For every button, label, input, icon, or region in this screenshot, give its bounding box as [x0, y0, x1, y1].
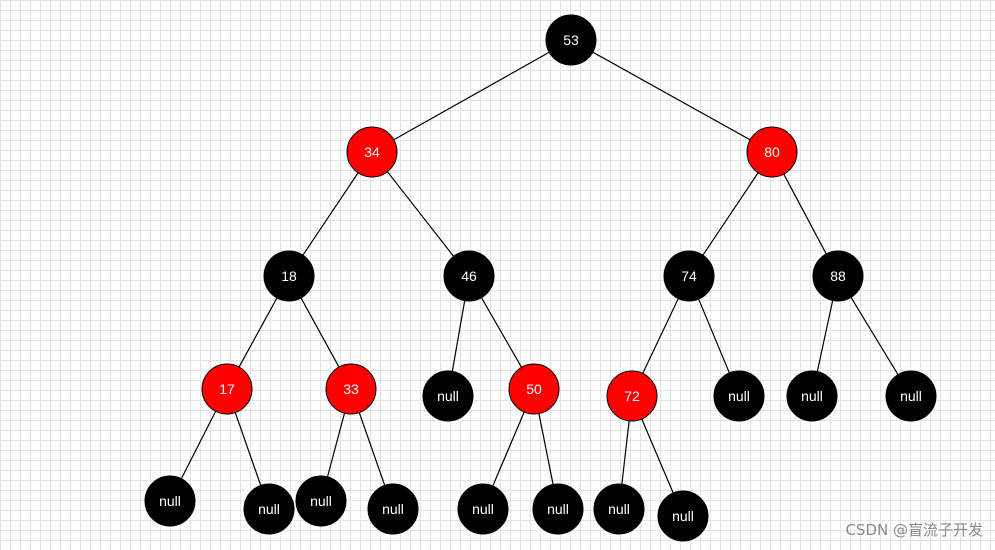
tree-node-53: 53	[545, 14, 597, 66]
black-node-circle	[593, 483, 645, 535]
black-node-circle	[367, 483, 419, 535]
black-node-circle	[657, 490, 709, 542]
edge-n88-null88L	[816, 300, 834, 372]
edge-n46-null46L	[451, 300, 466, 372]
null-leaf-node: null	[786, 370, 838, 422]
node-label: null	[728, 388, 750, 404]
node-label: null	[472, 501, 494, 517]
node-label: null	[547, 501, 569, 517]
black-node-circle	[144, 475, 196, 527]
edge-n34-n18	[302, 172, 359, 256]
edge-n53-n80	[592, 51, 751, 141]
edge-n33-null33R	[358, 412, 386, 486]
null-leaf-node: null	[457, 483, 509, 535]
black-node-circle	[532, 483, 584, 535]
edge-n53-n34	[393, 51, 550, 141]
tree-node-80: 80	[746, 126, 798, 178]
edge-n17-null17L	[180, 411, 217, 479]
node-label: 50	[526, 381, 542, 397]
node-label: null	[159, 493, 181, 509]
null-leaf-node: null	[657, 490, 709, 542]
edge-n72-null72L	[621, 420, 630, 485]
node-label: 33	[343, 381, 359, 397]
edge-n74-null74R	[698, 298, 730, 374]
tree-node-46: 46	[443, 250, 495, 302]
tree-node-17: 17	[201, 363, 253, 415]
null-leaf-node: null	[422, 370, 474, 422]
black-node-circle	[786, 370, 838, 422]
edge-n88-null88R	[850, 297, 899, 375]
node-label: null	[310, 493, 332, 509]
tree-node-18: 18	[263, 250, 315, 302]
node-label: 34	[364, 144, 380, 160]
edge-n34-n46	[386, 171, 455, 257]
null-leaf-node: null	[885, 370, 937, 422]
edge-n18-n17	[238, 297, 278, 368]
tree-node-50: 50	[508, 363, 560, 415]
edge-n72-null72R	[641, 418, 674, 494]
null-leaf-node: null	[144, 475, 196, 527]
tree-node-33: 33	[325, 363, 377, 415]
node-label: null	[672, 508, 694, 524]
node-label: null	[382, 501, 404, 517]
black-node-circle	[295, 475, 347, 527]
red-node-circle	[325, 363, 377, 415]
null-leaf-node: null	[593, 483, 645, 535]
black-node-circle	[885, 370, 937, 422]
node-label: null	[608, 501, 630, 517]
node-label: 74	[681, 268, 697, 284]
null-leaf-node: null	[295, 475, 347, 527]
edge-n80-n88	[783, 173, 827, 255]
null-leaf-node: null	[367, 483, 419, 535]
null-leaf-node: null	[243, 483, 295, 535]
black-node-circle	[663, 250, 715, 302]
node-label: null	[437, 388, 459, 404]
node-label: 18	[281, 268, 297, 284]
node-label: 80	[764, 144, 780, 160]
tree-node-74: 74	[663, 250, 715, 302]
black-node-circle	[457, 483, 509, 535]
null-leaf-node: null	[713, 370, 765, 422]
red-node-circle	[346, 126, 398, 178]
null-leaf-node: null	[532, 483, 584, 535]
edge-n46-n50	[480, 297, 523, 368]
edge-n50-null50R	[538, 413, 554, 485]
red-node-circle	[508, 363, 560, 415]
black-node-circle	[422, 370, 474, 422]
black-node-circle	[812, 250, 864, 302]
black-node-circle	[443, 250, 495, 302]
black-node-circle	[263, 250, 315, 302]
watermark: CSDN @盲流子开发	[845, 521, 983, 539]
edge-n33-null33L	[326, 412, 346, 478]
node-label: null	[258, 501, 280, 517]
node-label: 46	[461, 268, 477, 284]
black-node-circle	[713, 370, 765, 422]
edge-n74-n72	[642, 298, 679, 374]
red-node-circle	[201, 363, 253, 415]
nodes-layer: 53 34 80 18 46 74 88 17 33 null 50 72 null null null nu…	[144, 14, 937, 542]
node-label: 88	[830, 268, 846, 284]
edge-n50-null50L	[492, 411, 525, 487]
edge-n17-null17R	[234, 412, 262, 486]
tree-node-72: 72	[606, 370, 658, 422]
node-label: 72	[624, 388, 640, 404]
node-label: 53	[563, 32, 579, 48]
tree-node-88: 88	[812, 250, 864, 302]
node-label: 17	[219, 381, 235, 397]
red-node-circle	[746, 126, 798, 178]
node-label: null	[900, 388, 922, 404]
red-node-circle	[606, 370, 658, 422]
tree-node-34: 34	[346, 126, 398, 178]
node-label: null	[801, 388, 823, 404]
edge-n18-n33	[300, 297, 340, 368]
black-node-circle	[545, 14, 597, 66]
edges-layer	[180, 51, 899, 494]
edge-n80-n74	[702, 172, 759, 256]
black-node-circle	[243, 483, 295, 535]
